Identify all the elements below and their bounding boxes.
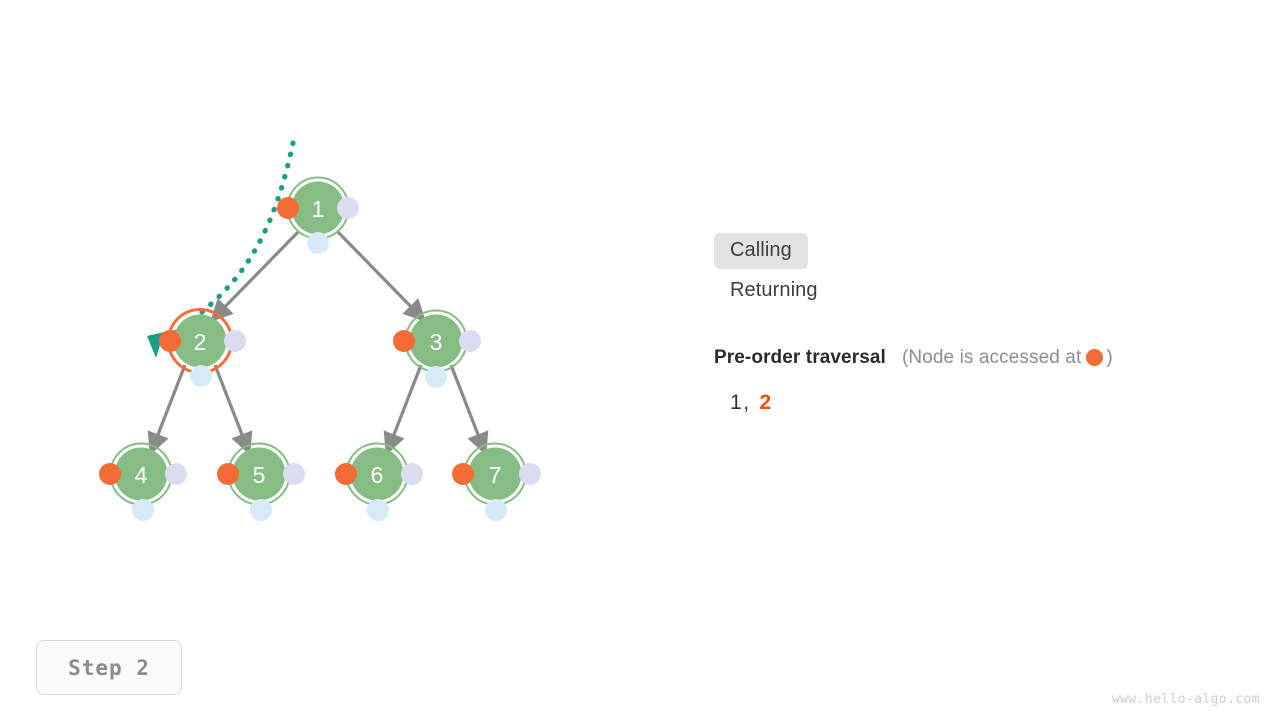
bottom-slot-dot-icon: [250, 499, 272, 521]
right-slot-dot-icon: [401, 463, 423, 485]
node-body: [291, 181, 345, 235]
edge-1-2: [210, 229, 301, 323]
node-body: [114, 447, 168, 501]
access-point-dot-icon: [452, 463, 474, 485]
node-body: [468, 447, 522, 501]
node-body: [232, 447, 286, 501]
traversal-value-0: 1: [730, 391, 743, 414]
access-point-dot-icon: [217, 463, 239, 485]
right-slot-dot-icon: [283, 463, 305, 485]
traversal-heading: Pre-order traversal (Node is accessed at…: [714, 346, 1254, 369]
edge-1-3: [335, 229, 426, 323]
right-slot-dot-icon: [519, 463, 541, 485]
bottom-slot-dot-icon: [425, 366, 447, 388]
bottom-slot-dot-icon: [485, 499, 507, 521]
edge-2-4: [147, 364, 187, 456]
call-path-dotted-line: [164, 140, 296, 341]
right-slot-dot-icon: [165, 463, 187, 485]
traversal-note-prefix: (Node is accessed at: [901, 347, 1082, 368]
tree-node-1[interactable]: 1: [277, 176, 359, 255]
legend-chip-returning: Returning: [730, 279, 818, 301]
traversal-note: (Node is accessed at): [902, 346, 1113, 369]
tree-node-7[interactable]: 7: [452, 442, 541, 522]
traversal-separator: ,: [743, 391, 750, 414]
node-label: 3: [430, 329, 443, 355]
node-body: [350, 447, 404, 501]
access-point-dot-icon: [277, 197, 299, 219]
legend-chip-calling: Calling: [714, 233, 808, 269]
traversal-values: 1,2: [730, 391, 1254, 415]
right-slot-dot-icon: [337, 197, 359, 219]
tree-node-4[interactable]: 4: [99, 442, 187, 522]
edge-3-6: [383, 364, 423, 456]
bottom-slot-dot-icon: [307, 232, 329, 254]
edge-2-5: [213, 364, 253, 456]
node-label: 1: [312, 196, 325, 222]
site-watermark: www.hello-algo.com: [1111, 692, 1260, 707]
step-indicator: Step 2: [36, 640, 182, 695]
node-label: 4: [135, 462, 148, 488]
tree-nodes: 1 2 3: [99, 176, 541, 522]
tree-node-5[interactable]: 5: [217, 442, 305, 522]
traversal-title: Pre-order traversal: [714, 346, 886, 368]
traversal-note-suffix: ): [1106, 347, 1113, 368]
traversal-value-1: 2: [759, 391, 772, 414]
binary-tree-diagram: 1 2 3: [99, 140, 541, 522]
access-point-dot-icon: [335, 463, 357, 485]
node-body: [409, 314, 463, 368]
access-point-dot-icon: [393, 330, 415, 352]
access-point-dot-icon: [99, 463, 121, 485]
node-label: 7: [489, 462, 502, 488]
right-slot-dot-icon: [459, 330, 481, 352]
tree-node-3[interactable]: 3: [393, 309, 481, 389]
legend-row-returning: Returning: [714, 274, 1254, 308]
node-label: 2: [194, 329, 207, 355]
bottom-slot-dot-icon: [132, 499, 154, 521]
tree-node-6[interactable]: 6: [335, 442, 423, 522]
bottom-slot-dot-icon: [367, 499, 389, 521]
tree-edges: [147, 229, 489, 456]
node-label: 6: [371, 462, 384, 488]
bottom-slot-dot-icon: [190, 365, 212, 387]
node-label: 5: [253, 462, 266, 488]
access-point-dot-icon: [159, 330, 181, 352]
traversal-block: Pre-order traversal (Node is accessed at…: [714, 346, 1254, 415]
legend-row-calling: Calling: [714, 233, 1254, 269]
step-label: Step 2: [68, 655, 150, 680]
info-panel: Calling Returning Pre-order traversal (N…: [714, 233, 1254, 415]
access-point-dot-icon: [1086, 349, 1104, 366]
edge-3-7: [449, 364, 489, 456]
right-slot-dot-icon: [224, 330, 246, 352]
node-body: [173, 314, 227, 368]
tree-node-2[interactable]: 2: [159, 308, 246, 388]
